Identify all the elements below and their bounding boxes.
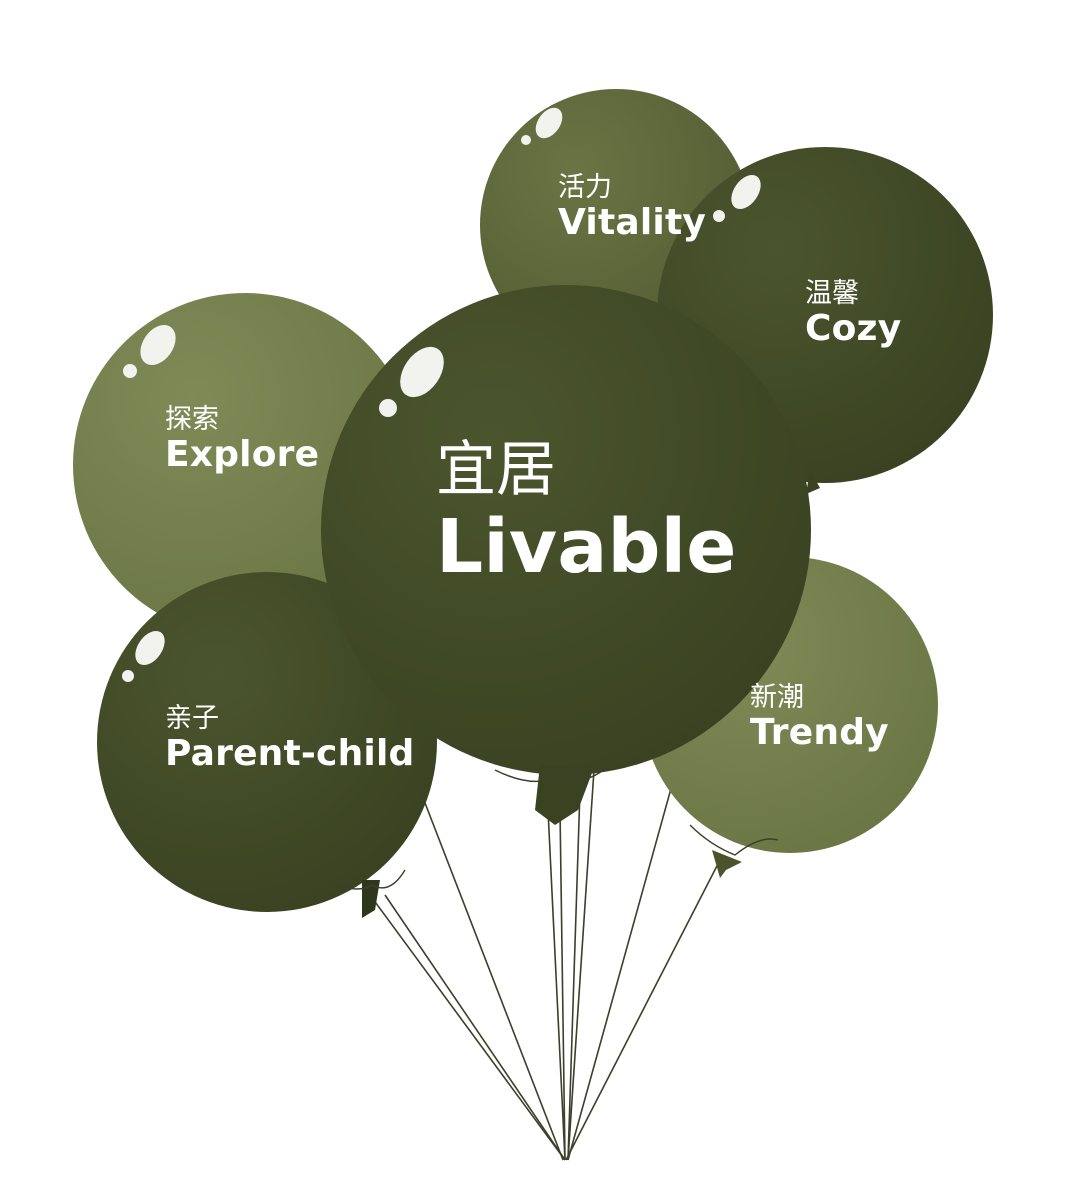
label-explore-zh: 探索 <box>165 404 219 435</box>
balloon-parent-child <box>97 572 437 918</box>
label-parent-child-en: Parent-child <box>165 733 415 775</box>
label-explore: 探索 Explore <box>165 404 319 475</box>
label-livable-zh: 宜居 <box>436 435 556 505</box>
label-parent-child-zh: 亲子 <box>165 703 219 734</box>
label-cozy-zh: 温馨 <box>805 278 859 309</box>
string-parent-child <box>369 894 566 1161</box>
label-parent-child: 亲子 Parent-child <box>165 703 414 774</box>
string-cozy <box>567 719 691 1161</box>
label-trendy-en: Trendy <box>750 712 889 754</box>
label-vitality-en: Vitality <box>558 202 707 244</box>
label-livable: 宜居 Livable <box>436 436 737 588</box>
label-vitality-zh: 活力 <box>558 172 612 203</box>
label-livable-en: Livable <box>436 504 737 590</box>
label-trendy-zh: 新潮 <box>750 682 804 713</box>
string-livable-3 <box>567 789 581 1161</box>
label-vitality: 活力 Vitality <box>558 172 706 243</box>
string-trendy <box>565 859 721 1161</box>
string-parent-child-2 <box>384 894 566 1161</box>
string-livable-1 <box>547 809 566 1161</box>
label-trendy: 新潮 Trendy <box>750 682 889 753</box>
label-cozy: 温馨 Cozy <box>805 278 901 349</box>
label-explore-en: Explore <box>165 434 320 476</box>
label-cozy-en: Cozy <box>805 308 902 350</box>
balloon-livable <box>321 285 811 825</box>
string-explore <box>419 789 564 1161</box>
string-livable-2 <box>559 809 566 1161</box>
